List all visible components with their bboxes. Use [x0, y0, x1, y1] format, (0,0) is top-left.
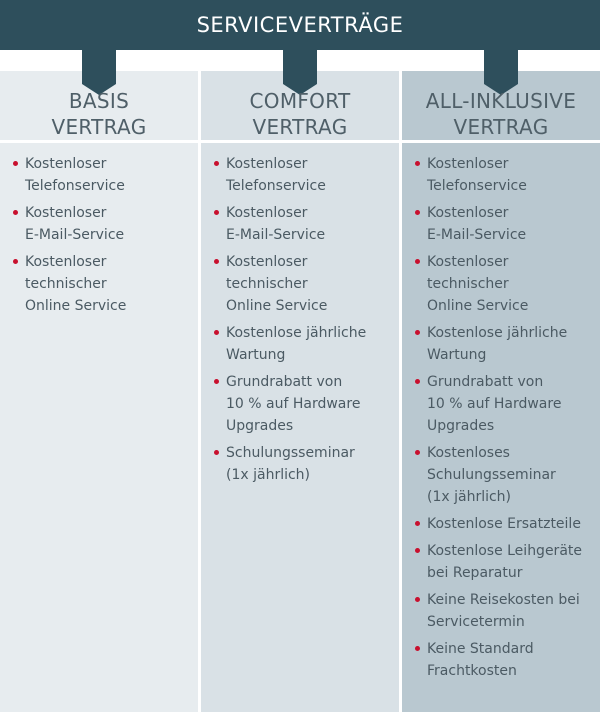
bullet-icon	[415, 521, 420, 526]
column-title-line: VERTRAG	[453, 115, 549, 139]
feature-text: Kostenloser Telefonservice	[226, 156, 326, 194]
feature-text: Kostenloser E-Mail-Service	[427, 205, 527, 243]
column-title-line: ALL-INKLUSIVE	[425, 89, 577, 113]
feature-item: Kostenlose jährliche Wartung	[414, 322, 594, 366]
column-title-line: VERTRAG	[51, 115, 147, 139]
feature-text: Kostenloser Telefonservice	[427, 156, 527, 194]
feature-text: Kostenlose jährliche Wartung	[226, 325, 367, 363]
bullet-icon	[214, 161, 219, 166]
feature-item: Kostenlose Ersatzteile	[414, 513, 594, 535]
feature-text: Kostenloser technischer Online Service	[25, 254, 127, 314]
feature-item: Kostenloser Telefonservice	[12, 153, 192, 197]
bullet-icon	[214, 450, 219, 455]
feature-text: Kostenloser Telefonservice	[25, 156, 125, 194]
feature-text: Schulungsseminar (1x jährlich)	[226, 445, 355, 483]
feature-item: Kostenlose Leihgeräte bei Reparatur	[414, 540, 594, 584]
feature-text: Kostenloser technischer Online Service	[226, 254, 328, 314]
bullet-icon	[415, 330, 420, 335]
feature-text: Kostenlose Ersatzteile	[427, 516, 581, 532]
feature-text: Kostenloser technischer Online Service	[427, 254, 529, 314]
feature-text: Keine Reisekosten bei Servicetermin	[427, 592, 580, 630]
page-title-banner: SERVICEVERTRÄGE	[0, 0, 600, 50]
feature-item: Kostenloser technischer Online Service	[414, 251, 594, 317]
bullet-icon	[415, 548, 420, 553]
bullet-icon	[13, 210, 18, 215]
bullet-icon	[214, 259, 219, 264]
feature-text: Kostenloser E-Mail-Service	[25, 205, 125, 243]
bullet-icon	[214, 330, 219, 335]
contract-columns: BASIS VERTRAG Kostenloser Telefonservice…	[0, 50, 600, 712]
feature-item: Grundrabatt von 10 % auf Hardware Upgrad…	[414, 371, 594, 437]
feature-item: Grundrabatt von 10 % auf Hardware Upgrad…	[213, 371, 393, 437]
feature-item: Schulungsseminar (1x jährlich)	[213, 442, 393, 486]
column-tab-marker	[484, 50, 518, 95]
header-divider	[0, 140, 600, 143]
feature-text: Kostenloses Schulungsseminar (1x jährlic…	[427, 445, 556, 505]
feature-text: Keine Standard Frachtkosten	[427, 641, 534, 679]
feature-item: Kostenloser E-Mail-Service	[213, 202, 393, 246]
bullet-icon	[415, 597, 420, 602]
feature-text: Kostenlose Leihgeräte bei Reparatur	[427, 543, 582, 581]
bullet-icon	[415, 161, 420, 166]
column-all-inclusive: ALL-INKLUSIVE VERTRAG Kostenloser Telefo…	[402, 50, 600, 712]
feature-item: Keine Standard Frachtkosten	[414, 638, 594, 682]
feature-item: Kostenloser Telefonservice	[213, 153, 393, 197]
column-tab-marker	[82, 50, 116, 95]
bullet-icon	[415, 210, 420, 215]
column-tab-marker	[283, 50, 317, 95]
bullet-icon	[415, 450, 420, 455]
column-title-line: BASIS	[68, 89, 130, 113]
bullet-icon	[13, 259, 18, 264]
feature-text: Grundrabatt von 10 % auf Hardware Upgrad…	[226, 374, 361, 434]
feature-text: Grundrabatt von 10 % auf Hardware Upgrad…	[427, 374, 562, 434]
bullet-icon	[214, 379, 219, 384]
feature-item: Kostenloser Telefonservice	[414, 153, 594, 197]
bullet-icon	[214, 210, 219, 215]
feature-item: Kostenloser E-Mail-Service	[414, 202, 594, 246]
column-title-all-inclusive: ALL-INKLUSIVE VERTRAG	[402, 88, 600, 140]
column-basis: BASIS VERTRAG Kostenloser Telefonservice…	[0, 50, 198, 712]
feature-item: Keine Reisekosten bei Servicetermin	[414, 589, 594, 633]
bullet-icon	[415, 379, 420, 384]
column-title-basis: BASIS VERTRAG	[0, 88, 198, 140]
feature-item: Kostenloser E-Mail-Service	[12, 202, 192, 246]
column-title-comfort: COMFORT VERTRAG	[201, 88, 399, 140]
feature-item: Kostenloser technischer Online Service	[12, 251, 192, 317]
feature-text: Kostenloser E-Mail-Service	[226, 205, 326, 243]
column-comfort: COMFORT VERTRAG Kostenloser Telefonservi…	[201, 50, 399, 712]
feature-item: Kostenloses Schulungsseminar (1x jährlic…	[414, 442, 594, 508]
page-title: SERVICEVERTRÄGE	[196, 13, 404, 37]
bullet-icon	[13, 161, 18, 166]
feature-item: Kostenloser technischer Online Service	[213, 251, 393, 317]
feature-item: Kostenlose jährliche Wartung	[213, 322, 393, 366]
column-title-line: COMFORT	[249, 89, 351, 113]
bullet-icon	[415, 259, 420, 264]
bullet-icon	[415, 646, 420, 651]
feature-text: Kostenlose jährliche Wartung	[427, 325, 568, 363]
column-title-line: VERTRAG	[252, 115, 348, 139]
